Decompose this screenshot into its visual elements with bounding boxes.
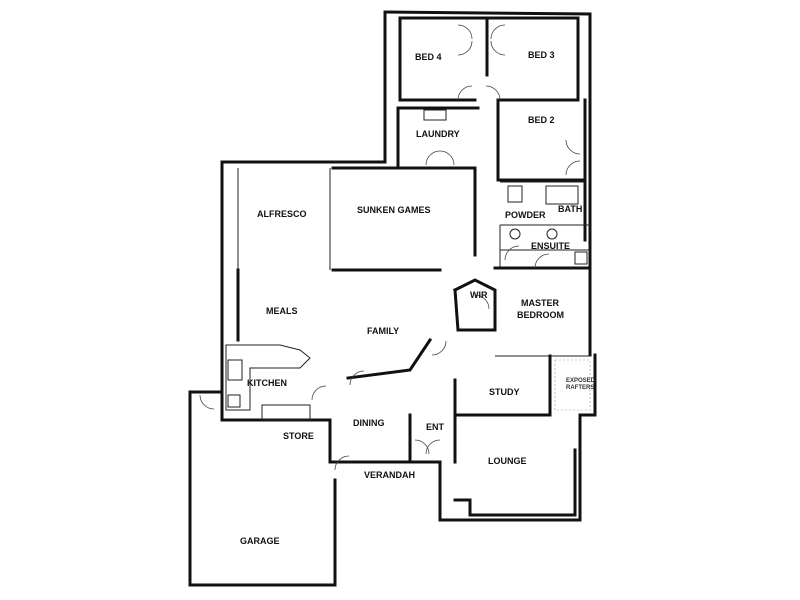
room-exposed-line1: EXPOSED [566,378,596,384]
exterior-walls [188,10,597,587]
room-alfresco: ALFRESCO [257,209,307,219]
room-bed3: BED 3 [528,50,555,60]
room-master-line1: MASTER [521,298,560,308]
room-bed4: BED 4 [415,52,442,62]
room-store: STORE [283,431,314,441]
room-bath: BATH [558,204,582,214]
room-labels: BED 4 BED 3 BED 2 LAUNDRY ALFRESCO SUNKE… [240,50,596,546]
room-lounge: LOUNGE [488,456,527,466]
room-powder: POWDER [505,210,546,220]
room-garage: GARAGE [240,536,280,546]
room-laundry: LAUNDRY [416,129,460,139]
room-family: FAMILY [367,326,399,336]
room-exposed-line2: RAFTERS [566,385,594,391]
doors-and-fixtures [199,24,591,471]
room-ent: ENT [426,422,445,432]
room-meals: MEALS [266,306,298,316]
room-verandah: VERANDAH [364,470,415,480]
room-bed2: BED 2 [528,115,555,125]
room-study: STUDY [489,387,520,397]
room-ensuite: ENSUITE [531,241,570,251]
room-kitchen: KITCHEN [247,378,287,388]
interior-walls [225,16,592,517]
room-dining: DINING [353,418,385,428]
room-master-line2: BEDROOM [517,310,564,320]
room-wir: WIR [470,290,488,300]
room-sunken-games: SUNKEN GAMES [357,205,431,215]
